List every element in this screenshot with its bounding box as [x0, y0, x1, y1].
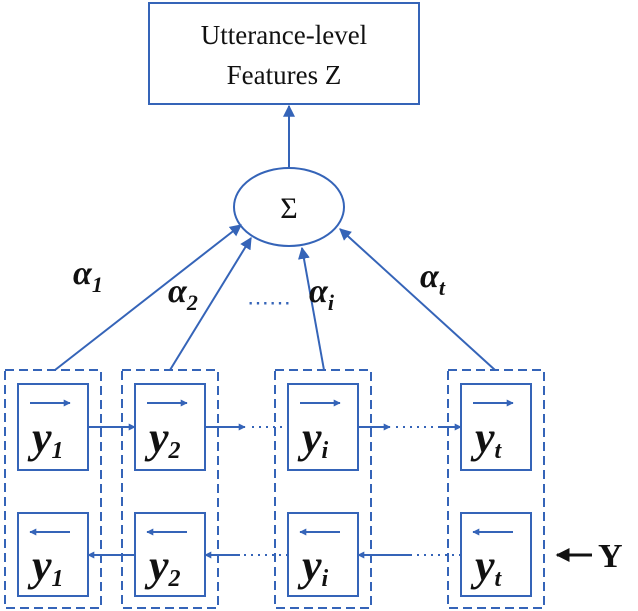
forward-state-box-i: [287, 383, 359, 471]
weight-arrow-t: [339, 228, 496, 371]
column-group-2: [121, 369, 219, 609]
backward-state-label-i: yi: [297, 541, 329, 592]
backward-state-label-2: y2: [144, 541, 181, 592]
forward-state-label-i: yi: [297, 413, 329, 464]
input-label: Y: [598, 538, 623, 575]
forward-state-box-t: [460, 383, 532, 471]
weights-ellipsis: ⋯⋯: [247, 290, 291, 315]
forward-state-label-1: y1: [27, 413, 64, 464]
weight-arrow-i: [298, 246, 325, 371]
weight-label-1: α1: [73, 255, 103, 297]
weight-label-2: α2: [168, 273, 198, 315]
sum-symbol: Σ: [280, 192, 297, 225]
forward-state-box-1: [17, 383, 89, 471]
output-label-line2: Features Z: [227, 60, 342, 90]
forward-state-label-2: y2: [144, 413, 181, 464]
svg-text:α1: α1: [73, 255, 103, 297]
svg-text:α2: α2: [168, 273, 198, 315]
forward-state-label-t: yt: [470, 413, 503, 464]
weight-label-i: αi: [309, 273, 335, 315]
column-group-1: [4, 369, 102, 609]
backward-state-label-1: y1: [27, 541, 64, 592]
svg-text:αt: αt: [420, 258, 446, 300]
output-label-line1: Utterance-level: [201, 20, 367, 50]
svg-text:αi: αi: [309, 273, 335, 315]
utterance-features-box: [148, 2, 420, 105]
sum-node: [233, 167, 345, 247]
weight-arrow-2: [169, 236, 252, 371]
column-group-t: [447, 369, 545, 609]
backward-state-label-t: yt: [470, 541, 503, 592]
backward-state-box-t: [460, 512, 532, 597]
weight-arrow-1: [54, 224, 242, 371]
column-group-i: [274, 369, 372, 609]
weight-label-t: αt: [420, 258, 446, 300]
